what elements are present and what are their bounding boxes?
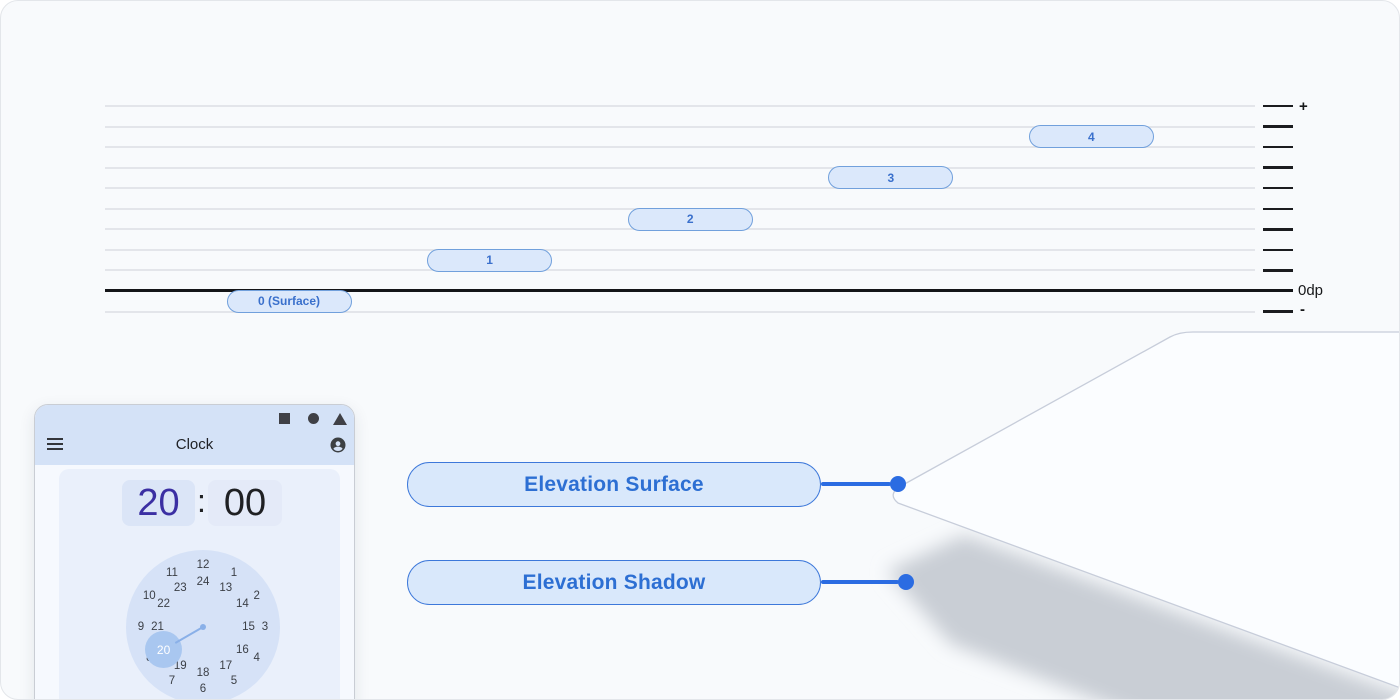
dial-selected-value[interactable]: 20 xyxy=(145,631,183,669)
dial-number[interactable]: 15 xyxy=(242,621,255,633)
dial-hand xyxy=(175,626,204,644)
level-pill-3: 3 xyxy=(828,166,954,190)
elevation-line xyxy=(105,125,1255,128)
clock-titlebar xyxy=(35,405,354,465)
dial-number[interactable]: 3 xyxy=(261,621,269,633)
elevation-tick xyxy=(1263,310,1293,313)
dial-number[interactable]: 6 xyxy=(199,683,207,695)
dial-number[interactable]: 1 xyxy=(230,567,238,580)
dial-number[interactable]: 19 xyxy=(173,660,187,673)
elevation-tick xyxy=(1263,228,1293,231)
surface-card-shape xyxy=(892,331,1399,689)
elevation-tick xyxy=(1263,125,1293,128)
elevation-shadow-pill: Elevation Shadow xyxy=(407,560,821,605)
dial-number[interactable]: 21 xyxy=(151,621,164,633)
level-pill-2: 2 xyxy=(627,207,753,231)
shadow-connector-line xyxy=(821,580,899,584)
level-pill-0: 0 (Surface) xyxy=(226,289,352,313)
hours-field[interactable]: 20 xyxy=(122,480,195,526)
dial-center-dot xyxy=(200,624,206,630)
minutes-field[interactable]: 00 xyxy=(208,480,282,526)
account-icon[interactable] xyxy=(329,436,347,454)
window-control-triangle-icon[interactable] xyxy=(333,413,347,425)
clock-app-window: Clock 20 : 00 12123456789101124131415161… xyxy=(34,404,355,699)
dial-number[interactable]: 23 xyxy=(173,581,187,594)
dial-number[interactable]: 18 xyxy=(196,666,210,679)
window-control-square-icon[interactable] xyxy=(279,413,290,424)
dial-number[interactable]: 22 xyxy=(157,598,170,611)
dial-number[interactable]: 2 xyxy=(253,590,260,602)
window-control-circle-icon[interactable] xyxy=(308,413,319,424)
dial-number[interactable]: 11 xyxy=(166,567,178,580)
menu-icon[interactable] xyxy=(47,438,63,450)
elevation-line xyxy=(105,146,1255,149)
surface-connector-line xyxy=(821,482,891,486)
dial-number[interactable]: 5 xyxy=(230,674,238,687)
elevation-surface-pill: Elevation Surface xyxy=(407,462,821,507)
axis-plus-label: + xyxy=(1299,98,1308,115)
elevation-tick xyxy=(1263,207,1293,210)
dial-number[interactable]: 16 xyxy=(235,643,249,656)
level-pill-1: 1 xyxy=(427,248,553,272)
dial-number[interactable]: 4 xyxy=(253,652,260,664)
elevation-tick xyxy=(1263,186,1293,190)
elevation-tick xyxy=(1263,145,1293,149)
elevation-line xyxy=(105,166,1255,169)
dial-number[interactable]: 24 xyxy=(196,575,210,588)
dial-number[interactable]: 7 xyxy=(168,674,176,687)
dial-number[interactable]: 17 xyxy=(219,660,233,673)
dial-number[interactable]: 13 xyxy=(219,581,233,594)
elevation-line xyxy=(105,310,1255,313)
cast-shadow-shape xyxy=(887,535,1399,699)
elevation-tick xyxy=(1263,248,1293,252)
time-picker-dial[interactable]: 121234567891011241314151617181920212223 xyxy=(126,550,280,699)
level-pill-4: 4 xyxy=(1028,125,1154,149)
elevation-line xyxy=(105,105,1255,107)
dial-number[interactable]: 12 xyxy=(196,559,210,571)
time-separator: : xyxy=(197,483,206,519)
elevation-tick xyxy=(1263,166,1293,169)
shadow-connector-dot xyxy=(898,574,914,590)
clock-app-title: Clock xyxy=(175,436,214,453)
elevation-line xyxy=(105,269,1255,272)
dial-number[interactable]: 10 xyxy=(142,590,156,602)
axis-minus-label: - xyxy=(1300,301,1305,318)
elevation-tick xyxy=(1263,104,1293,108)
surface-connector-dot xyxy=(890,476,906,492)
elevation-line xyxy=(105,187,1255,190)
surface-baseline xyxy=(105,289,1293,293)
elevation-line xyxy=(105,248,1255,251)
dial-number[interactable]: 14 xyxy=(235,598,249,611)
dial-number[interactable]: 9 xyxy=(137,621,145,633)
axis-zero-dp-label: 0dp xyxy=(1298,282,1324,299)
elevation-tick xyxy=(1263,269,1293,272)
